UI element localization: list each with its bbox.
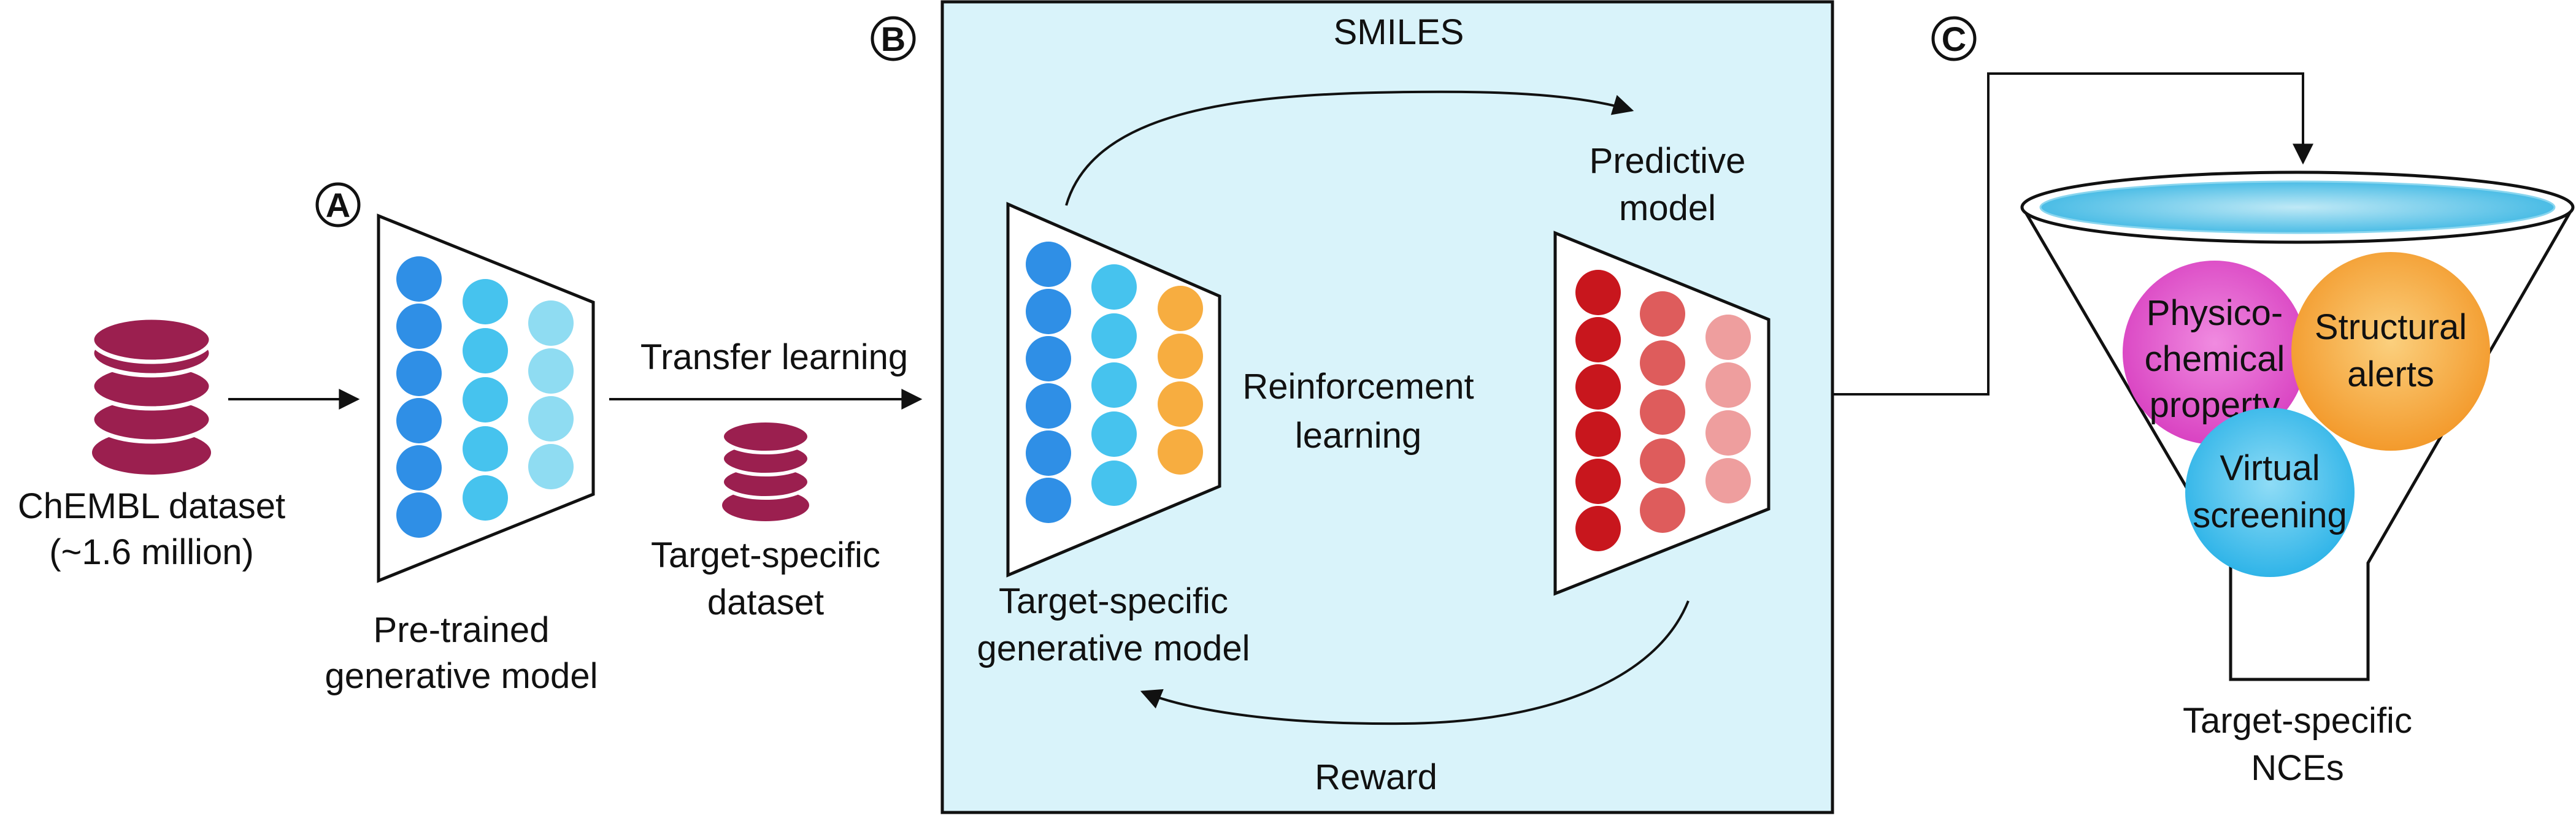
- target-dataset-label-1: Target-specific: [651, 535, 880, 575]
- section-c: C Physico- chemical property Structural …: [1832, 16, 2575, 788]
- smiles-label: SMILES: [1334, 12, 1464, 52]
- target-dataset-label-2: dataset: [707, 583, 824, 622]
- physchem-label-1: Physico-: [2147, 293, 2283, 333]
- virtual-screening-label-2: screening: [2193, 495, 2347, 535]
- generator-layer-2-nodes: [1091, 264, 1137, 506]
- transfer-learning-label: Transfer learning: [640, 337, 908, 377]
- structural-alerts-label-2: alerts: [2347, 354, 2434, 394]
- layer-1-nodes: [396, 256, 442, 538]
- nces-label-2: NCEs: [2251, 748, 2343, 788]
- badge-b-letter: B: [881, 20, 905, 58]
- section-a: A ChEMBL dataset (~1.6 million): [18, 182, 598, 696]
- pretrained-network: [377, 213, 595, 583]
- predictive-layer-3-nodes: [1705, 315, 1751, 503]
- structural-alerts-label-1: Structural: [2315, 307, 2467, 347]
- connector-to-funnel: [1832, 72, 2313, 396]
- virtual-screening-label-1: Virtual: [2220, 448, 2320, 488]
- chembl-dataset-size: (~1.6 million): [49, 532, 254, 572]
- physicochemical-bubble: Physico- chemical property: [2123, 261, 2307, 445]
- arrow-reward: [1140, 600, 1690, 725]
- section-b: B SMILES Predictive model: [871, 0, 1834, 814]
- badge-a: A: [315, 182, 361, 227]
- nces-label-1: Target-specific: [2183, 701, 2412, 741]
- badge-c: C: [1931, 16, 1977, 61]
- pretrained-model-label-2: generative model: [325, 656, 598, 696]
- pretrained-model-label-1: Pre-trained: [374, 610, 550, 650]
- badge-a-letter: A: [326, 186, 350, 224]
- generator-label-1: Target-specific: [999, 581, 1228, 621]
- database-icon: [90, 315, 213, 475]
- generator-network: [1006, 202, 1221, 578]
- reward-label: Reward: [1315, 757, 1437, 797]
- database-icon: [720, 419, 811, 521]
- structural-alerts-bubble: Structural alerts: [2291, 252, 2490, 451]
- layer-2-nodes: [463, 279, 508, 521]
- reinforcement-label-2: learning: [1295, 416, 1421, 456]
- predictive-layer-1-nodes: [1575, 270, 1621, 551]
- predictive-model-label-1: Predictive: [1590, 141, 1746, 181]
- predictive-layer-2-nodes: [1640, 291, 1685, 533]
- layer-3-nodes: [528, 300, 574, 489]
- generator-label-2: generative model: [977, 629, 1250, 668]
- generator-layer-1-nodes: [1026, 242, 1071, 523]
- generator-layer-3-nodes: [1158, 286, 1203, 475]
- physchem-label-2: chemical: [2145, 339, 2285, 379]
- virtual-screening-bubble: Virtual screening: [2185, 408, 2355, 577]
- arrow-smiles: [1065, 90, 1634, 206]
- predictive-model-label-2: model: [1619, 188, 1716, 228]
- reinforcement-label-1: Reinforcement: [1242, 367, 1474, 407]
- transfer-learning-step: Transfer learning Target-specific datase…: [609, 337, 923, 622]
- predictive-network: [1553, 231, 1771, 596]
- chembl-dataset-label: ChEMBL dataset: [18, 486, 285, 526]
- badge-c-letter: C: [1942, 20, 1966, 58]
- badge-b: B: [871, 16, 916, 61]
